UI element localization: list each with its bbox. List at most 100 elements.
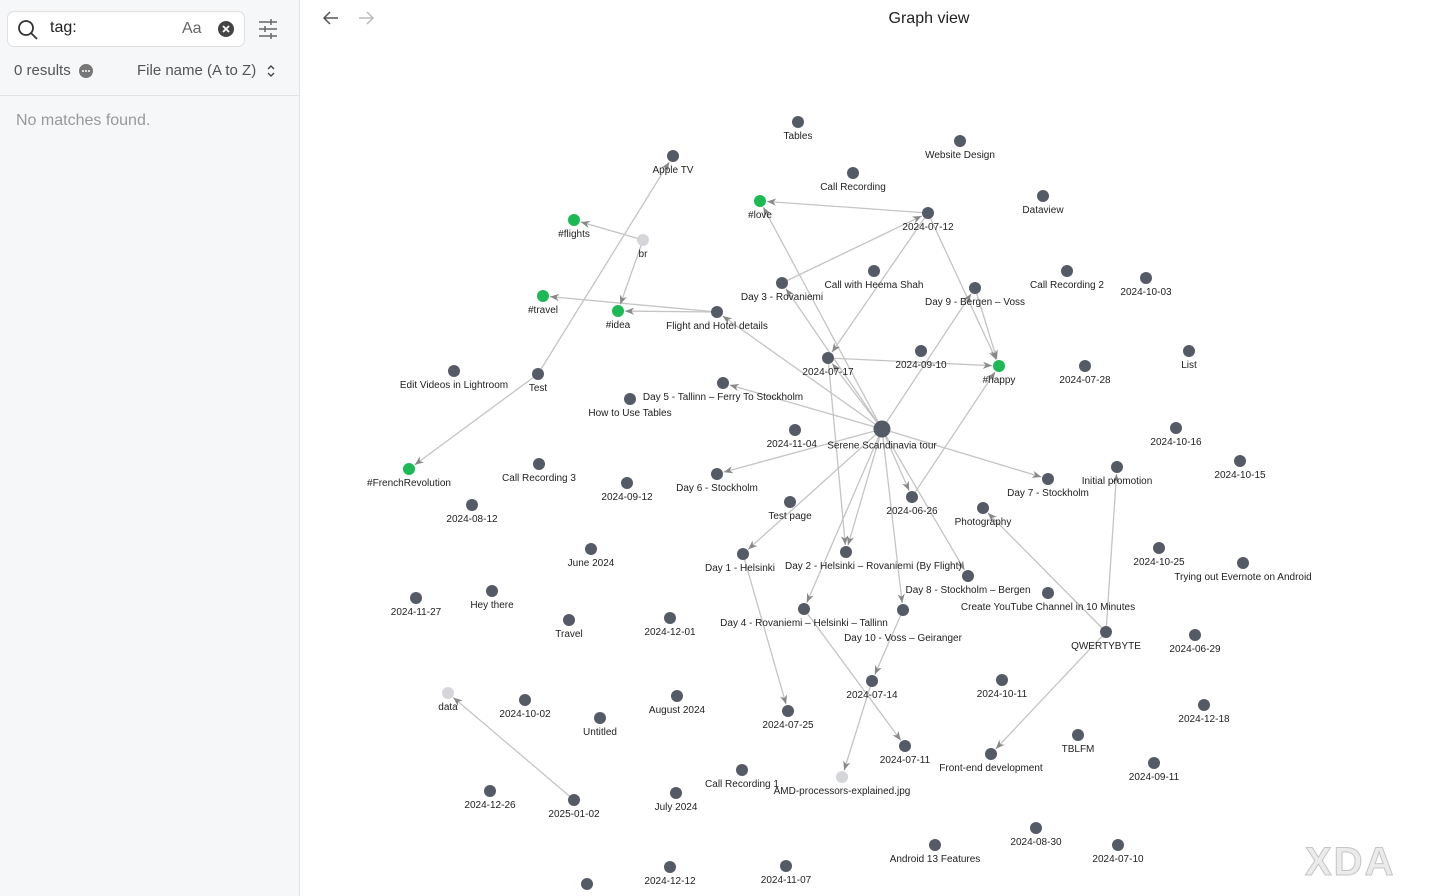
graph-node[interactable]: Day 7 - Stockholm xyxy=(1007,473,1089,499)
graph-node-dot[interactable] xyxy=(780,860,792,872)
graph-node[interactable]: Website Design xyxy=(925,135,995,161)
graph-node-dot[interactable] xyxy=(836,771,848,783)
graph-node-dot[interactable] xyxy=(711,468,723,480)
graph-node[interactable]: List xyxy=(1181,345,1197,371)
graph-node[interactable]: Call Recording xyxy=(820,167,886,193)
graph-node-dot[interactable] xyxy=(671,690,683,702)
graph-node-dot[interactable] xyxy=(954,135,966,147)
graph-node-dot[interactable] xyxy=(1112,839,1124,851)
graph-node[interactable]: Android 13 Features xyxy=(890,839,981,865)
graph-node-dot[interactable] xyxy=(1030,822,1042,834)
graph-node-dot[interactable] xyxy=(1170,422,1182,434)
graph-node[interactable]: Flight and Hotel details xyxy=(666,306,768,332)
graph-node[interactable]: TBLFM xyxy=(1062,729,1095,755)
graph-node-dot[interactable] xyxy=(448,365,460,377)
graph-node[interactable]: Day 2 - Helsinki – Rovaniemi (By Flight) xyxy=(785,546,962,572)
graph-node[interactable]: August 2024 xyxy=(649,690,706,716)
graph-node[interactable]: Initial promotion xyxy=(1082,461,1153,487)
graph-node-dot[interactable] xyxy=(977,502,989,514)
graph-node[interactable]: Day 9 - Bergen – Voss xyxy=(925,282,1025,308)
graph-node-dot[interactable] xyxy=(1072,729,1084,741)
graph-node[interactable]: 2024-10-25 xyxy=(1133,542,1185,568)
graph-node[interactable]: Create YouTube Channel in 10 Minutes xyxy=(961,587,1135,613)
graph-node[interactable]: 2024-07-14 xyxy=(846,675,898,701)
graph-node[interactable]: 2024-06-29 xyxy=(1169,629,1221,655)
graph-node-dot[interactable] xyxy=(789,424,801,436)
graph-node[interactable]: #travel xyxy=(528,290,558,316)
graph-node[interactable]: Front-end development xyxy=(939,748,1043,774)
graph-node-dot[interactable] xyxy=(996,674,1008,686)
graph-node-dot[interactable] xyxy=(1042,473,1054,485)
graph-node-dot[interactable] xyxy=(1183,345,1195,357)
graph-node[interactable]: 2024-10-02 xyxy=(499,694,551,720)
graph-node[interactable]: Untitled xyxy=(583,712,617,738)
graph-node[interactable]: Day 1 - Helsinki xyxy=(705,548,775,574)
graph-node-dot[interactable] xyxy=(1189,629,1201,641)
graph-node-dot[interactable] xyxy=(1198,699,1210,711)
graph-node-dot[interactable] xyxy=(929,839,941,851)
graph-node[interactable]: 2024-09-11 xyxy=(1129,757,1180,783)
graph-node-dot[interactable] xyxy=(822,352,834,364)
graph-node[interactable]: #flights xyxy=(558,214,590,240)
graph-node[interactable]: 2024-09-12 xyxy=(601,477,653,503)
graph-node-dot[interactable] xyxy=(915,345,927,357)
graph-node-dot[interactable] xyxy=(594,712,606,724)
graph-node-dot[interactable] xyxy=(1140,272,1152,284)
graph-node[interactable]: QWERTYBYTE xyxy=(1071,626,1141,652)
graph-node-dot[interactable] xyxy=(784,496,796,508)
graph-node-dot[interactable] xyxy=(568,214,580,226)
graph-node[interactable]: Trying out Evernote on Android xyxy=(1174,557,1312,583)
graph-node-dot[interactable] xyxy=(403,463,415,475)
graph-node[interactable]: Call Recording 2 xyxy=(1030,265,1104,291)
graph-node-dot[interactable] xyxy=(711,306,723,318)
graph-node[interactable]: Edit Videos in Lightroom xyxy=(400,365,508,391)
search-box[interactable]: Aa xyxy=(7,11,245,47)
graph-node-dot[interactable] xyxy=(1111,461,1123,473)
graph-node-dot[interactable] xyxy=(782,705,794,717)
graph-node-dot[interactable] xyxy=(1234,455,1246,467)
graph-node-dot[interactable] xyxy=(776,277,788,289)
graph-node-dot[interactable] xyxy=(847,167,859,179)
graph-node-dot[interactable] xyxy=(1061,265,1073,277)
graph-node-dot[interactable] xyxy=(737,548,749,560)
match-case-toggle[interactable]: Aa xyxy=(182,20,202,37)
search-settings-icon[interactable] xyxy=(257,18,279,40)
graph-node-dot[interactable] xyxy=(612,305,624,317)
graph-node-dot[interactable] xyxy=(1037,190,1049,202)
back-arrow-icon[interactable] xyxy=(322,10,340,26)
forward-arrow-icon[interactable] xyxy=(357,10,375,26)
graph-node[interactable]: Apple TV xyxy=(653,150,694,176)
graph-node[interactable]: 2024-07-25 xyxy=(762,705,814,731)
graph-node[interactable]: 2024-07-10 xyxy=(1092,839,1144,865)
graph-node[interactable]: 2024-10-15 xyxy=(1214,455,1266,481)
graph-node[interactable]: Hey there xyxy=(470,585,514,611)
graph-node-dot[interactable] xyxy=(1079,360,1091,372)
graph-node[interactable]: 2024-11-04 xyxy=(767,424,818,450)
graph-node[interactable]: June 2024 xyxy=(568,543,615,569)
graph-node-dot[interactable] xyxy=(670,787,682,799)
graph-node[interactable]: 2024-10-16 xyxy=(1150,422,1202,448)
graph-node[interactable]: 2024-07-12 xyxy=(902,207,954,233)
graph-node-dot[interactable] xyxy=(899,740,911,752)
graph-node[interactable]: Day 5 - Tallinn – Ferry To Stockholm xyxy=(643,377,803,403)
graph-node-dot[interactable] xyxy=(868,265,880,277)
graph-node-dot[interactable] xyxy=(1148,757,1160,769)
graph-node-dot[interactable] xyxy=(519,694,531,706)
graph-node-dot[interactable] xyxy=(442,687,454,699)
graph-node[interactable]: 2025-01-02 xyxy=(548,794,600,820)
graph-node-dot[interactable] xyxy=(969,282,981,294)
graph-node-dot[interactable] xyxy=(532,368,544,380)
graph-node[interactable]: 2024-10-11 xyxy=(977,674,1028,700)
graph-node[interactable]: Travel xyxy=(555,614,583,640)
clear-search-icon[interactable] xyxy=(217,20,235,38)
graph-node[interactable]: Serene Scandinavia tour xyxy=(827,420,937,452)
graph-node-dot[interactable] xyxy=(840,546,852,558)
graph-node-dot[interactable] xyxy=(897,604,909,616)
graph-node[interactable]: 2024-07-11 xyxy=(880,740,931,766)
graph-node[interactable]: 2024-08-30 xyxy=(1010,822,1062,848)
sort-order-dropdown[interactable]: File name (A to Z) xyxy=(137,62,257,79)
graph-node-dot[interactable] xyxy=(484,785,496,797)
graph-node[interactable]: Call with Heema Shah xyxy=(825,265,924,291)
graph-node-dot[interactable] xyxy=(1042,587,1054,599)
